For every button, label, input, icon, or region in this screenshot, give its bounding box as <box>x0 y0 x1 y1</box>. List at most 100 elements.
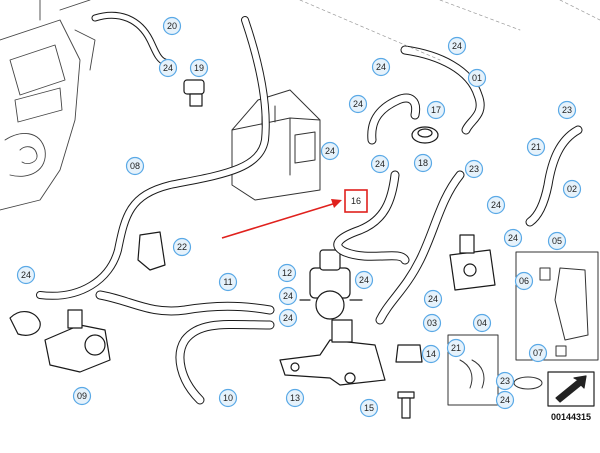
callout-circle <box>354 270 374 290</box>
callout-circle <box>503 228 523 248</box>
callout-label: 17 <box>431 105 441 115</box>
callout-circle <box>371 57 391 77</box>
callout-label: 24 <box>353 99 363 109</box>
callout-circle <box>162 16 182 36</box>
highlight-arrowhead <box>331 199 342 208</box>
callout-14: 14 <box>421 344 441 364</box>
callout-13: 13 <box>285 388 305 408</box>
callout-circle <box>547 231 567 251</box>
callout-24: 24 <box>495 390 515 410</box>
callout-circle <box>278 286 298 306</box>
callout-circle <box>359 398 379 418</box>
callout-24: 24 <box>278 286 298 306</box>
callout-label: 14 <box>426 349 436 359</box>
callout-24: 24 <box>16 265 36 285</box>
callout-circle <box>189 58 209 78</box>
bracket-22 <box>137 231 166 271</box>
callout-17: 17 <box>426 100 446 120</box>
callout-label: 19 <box>194 63 204 73</box>
callout-label: 02 <box>567 184 577 194</box>
callout-label: 15 <box>364 403 374 413</box>
callout-label: 22 <box>177 242 187 252</box>
callout-label: 07 <box>533 348 543 358</box>
callout-08: 08 <box>125 156 145 176</box>
highlight-arrow <box>221 202 337 239</box>
callout-label: 13 <box>290 393 300 403</box>
callout-label: 11 <box>223 277 232 287</box>
callout-circle <box>495 390 515 410</box>
callout-24: 24 <box>423 289 443 309</box>
callout-23: 23 <box>464 159 484 179</box>
callout-label: 24 <box>325 146 335 156</box>
callout-circle <box>467 68 487 88</box>
callout-label: 23 <box>500 376 510 386</box>
callout-label: 24 <box>376 62 386 72</box>
callout-circle <box>348 94 368 114</box>
callout-15: 15 <box>359 398 379 418</box>
callout-circle <box>423 289 443 309</box>
callout-19: 19 <box>189 58 209 78</box>
callout-circle <box>426 100 446 120</box>
callout-24: 24 <box>447 36 467 56</box>
ring-18 <box>411 126 439 144</box>
callout-circle <box>158 58 178 78</box>
callout-circle <box>495 371 515 391</box>
callout-circle <box>16 265 36 285</box>
callout-circle <box>446 338 466 358</box>
callout-label: 24 <box>163 63 173 73</box>
callout-label: 18 <box>418 158 428 168</box>
callout-24: 24 <box>278 308 298 328</box>
callout-label: 09 <box>77 391 87 401</box>
callout-circle <box>562 179 582 199</box>
callout-21: 21 <box>446 338 466 358</box>
callout-label: 24 <box>508 233 518 243</box>
bolt-15 <box>397 391 415 419</box>
callout-18: 18 <box>413 153 433 173</box>
callout-02: 02 <box>562 179 582 199</box>
inset-panel-05 <box>515 251 599 361</box>
callout-label: 23 <box>562 105 572 115</box>
valve-04 <box>449 234 496 291</box>
callout-circle <box>421 344 441 364</box>
callout-label: 20 <box>167 21 177 31</box>
water-pump-09 <box>9 309 111 373</box>
callout-circle <box>218 388 238 408</box>
callout-label: 21 <box>531 142 541 152</box>
diagram-id-code: 00144315 <box>551 412 591 422</box>
callout-23: 23 <box>495 371 515 391</box>
callout-circle <box>447 36 467 56</box>
callout-circle <box>514 271 534 291</box>
callout-01: 01 <box>467 68 487 88</box>
callout-circle <box>172 237 192 257</box>
valve-19 <box>183 79 205 107</box>
callout-label: 24 <box>428 294 438 304</box>
callout-label: 08 <box>130 161 140 171</box>
water-valve-12 <box>299 249 363 320</box>
callout-label: 24 <box>452 41 462 51</box>
callout-circle <box>557 100 577 120</box>
callout-circle <box>464 159 484 179</box>
callout-20: 20 <box>162 16 182 36</box>
callout-circle <box>526 137 546 157</box>
callout-24: 24 <box>348 94 368 114</box>
grommet-14 <box>395 344 423 363</box>
callout-24: 24 <box>486 195 506 215</box>
diagram-id-arrow <box>547 371 595 407</box>
callout-label: 24 <box>283 291 293 301</box>
callout-06: 06 <box>514 271 534 291</box>
callout-label: 04 <box>477 318 487 328</box>
callout-circle <box>125 156 145 176</box>
callout-circle <box>472 313 492 333</box>
highlight-layer: 16 <box>221 189 368 239</box>
callout-07: 07 <box>528 343 548 363</box>
callout-04: 04 <box>472 313 492 333</box>
callout-23: 23 <box>557 100 577 120</box>
callout-circle <box>422 313 442 333</box>
callout-22: 22 <box>172 237 192 257</box>
callout-label: 24 <box>21 270 31 280</box>
callout-24: 24 <box>354 270 374 290</box>
callout-label: 06 <box>519 276 529 286</box>
